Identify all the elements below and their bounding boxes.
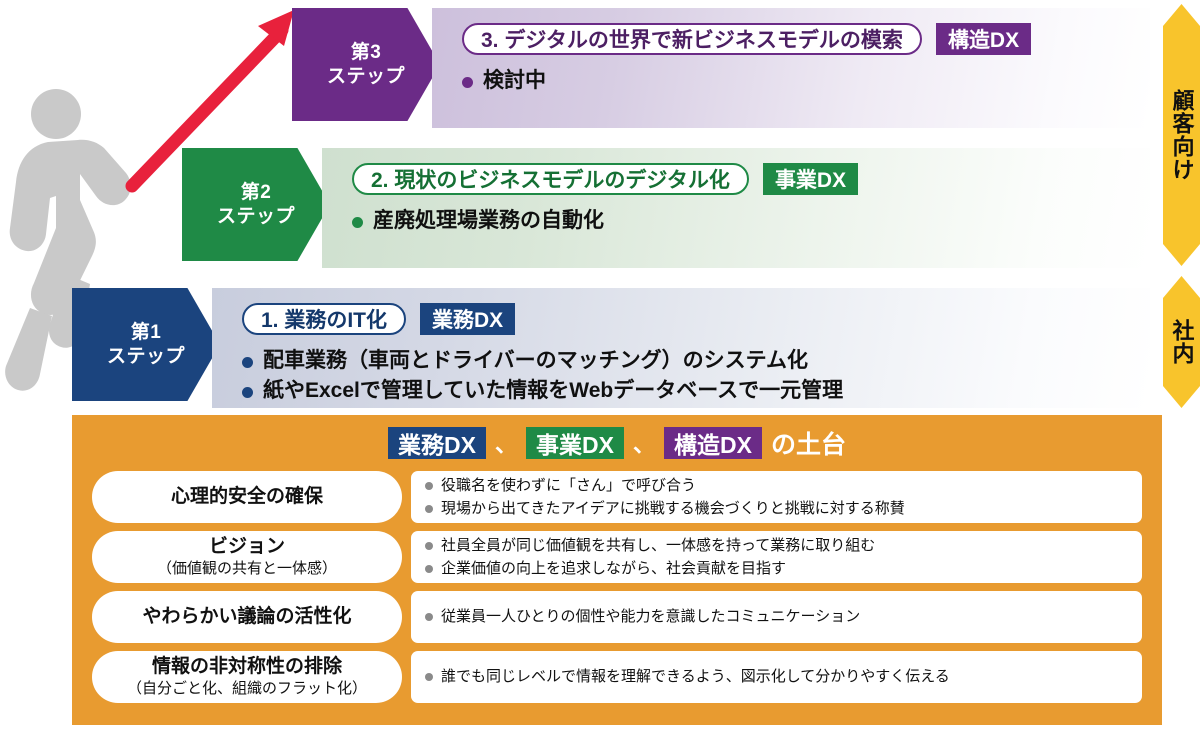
foundation-row-label: 情報の非対称性の排除 （自分ごと化、組織のフラット化）: [92, 651, 402, 703]
scope-arrow-customer-label: 顧客向け: [1169, 89, 1195, 181]
foundation-row-label: 心理的安全の確保: [92, 471, 402, 523]
foundation-tag-jigyo: 事業DX: [526, 427, 624, 459]
step-2-band: 2. 現状のビジネスモデルのデジタル化 事業DX 産廃処理場業務の自動化: [322, 148, 1150, 268]
list-item: 役職名を使わずに「さん」で呼び合う: [425, 474, 1128, 497]
foundation-row-label: ビジョン （価値観の共有と一体感）: [92, 531, 402, 583]
table-row: ビジョン （価値観の共有と一体感） 社員全員が同じ価値観を共有し、一体感を持って…: [92, 531, 1142, 583]
step-1-header: 1. 業務のIT化 業務DX: [242, 300, 1150, 338]
step-2-chevron-line1: 第2: [240, 181, 272, 203]
list-item: 社員全員が同じ価値観を共有し、一体感を持って業務に取り組む: [425, 534, 1128, 557]
step-1-band: 1. 業務のIT化 業務DX 配車業務（車両とドライバーのマッチング）のシステム…: [212, 288, 1150, 408]
foundation-row-label-main: 情報の非対称性の排除: [151, 656, 342, 678]
foundation-separator-1: 、: [495, 432, 518, 457]
step-1-chevron[interactable]: 第1 ステップ: [72, 288, 220, 401]
scope-arrow-customer: 顧客向け: [1163, 4, 1200, 266]
list-item: 企業価値の向上を追求しながら、社会貢献を目指す: [425, 557, 1128, 580]
list-item: 従業員一人ひとりの個性や能力を意識したコミュニケーション: [425, 605, 1128, 628]
step-3-band: 3. デジタルの世界で新ビジネスモデルの模索 構造DX 検討中: [432, 8, 1150, 128]
foundation-title-tail: の土台: [770, 431, 846, 459]
list-item: 産廃処理場業務の自動化: [352, 206, 1150, 236]
step-3-chevron-line2: ステップ: [326, 65, 405, 87]
list-item: 誰でも同じレベルで情報を理解できるよう、図示化して分かりやすく伝える: [425, 665, 1128, 688]
foundation-row-label-main: ビジョン: [208, 536, 285, 558]
list-item: 紙やExcelで管理していた情報をWebデータベースで一元管理: [242, 376, 1150, 406]
list-item: 配車業務（車両とドライバーのマッチング）のシステム化: [242, 346, 1150, 376]
step-1-dx-tag: 業務DX: [420, 303, 516, 335]
scope-arrow-internal: 社内: [1163, 276, 1200, 408]
list-item: 現場から出てきたアイデアに挑戦する機会づくりと挑戦に対する称賛: [425, 497, 1128, 520]
step-2-bullet-list: 産廃処理場業務の自動化: [352, 206, 1150, 236]
step-3-chevron-line1: 第3: [350, 41, 382, 63]
foundation-row-label-sub: （自分ごと化、組織のフラット化）: [126, 679, 367, 697]
table-row: 情報の非対称性の排除 （自分ごと化、組織のフラット化） 誰でも同じレベルで情報を…: [92, 651, 1142, 703]
step-1-chevron-line2: ステップ: [106, 345, 185, 367]
foundation-separator-2: 、: [632, 432, 655, 457]
table-row: やわらかい議論の活性化 従業員一人ひとりの個性や能力を意識したコミュニケーション: [92, 591, 1142, 643]
foundation-title: 業務DX 、 事業DX 、 構造DX の土台: [72, 415, 1162, 471]
foundation-row-body: 役職名を使わずに「さん」で呼び合う 現場から出てきたアイデアに挑戦する機会づくり…: [411, 471, 1142, 523]
list-item: 検討中: [462, 66, 1150, 96]
foundation-row-label-sub: （価値観の共有と一体感）: [156, 559, 337, 577]
foundation-tag-kozo: 構造DX: [663, 427, 762, 459]
foundation-panel: 業務DX 、 事業DX 、 構造DX の土台 心理的安全の確保 役職名を使わずに…: [72, 415, 1162, 725]
scope-arrow-internal-label: 社内: [1169, 319, 1195, 365]
step-1-chevron-line1: 第1: [130, 321, 162, 343]
foundation-row-label: やわらかい議論の活性化: [92, 591, 402, 643]
foundation-tag-gyomu: 業務DX: [388, 427, 486, 459]
step-3-title-pill: 3. デジタルの世界で新ビジネスモデルの模索: [462, 23, 922, 55]
step-2-header: 2. 現状のビジネスモデルのデジタル化 事業DX: [352, 160, 1150, 198]
step-1-bullet-list: 配車業務（車両とドライバーのマッチング）のシステム化 紙やExcelで管理してい…: [242, 346, 1150, 406]
upward-red-arrow-icon: [110, 0, 320, 200]
step-3-dx-tag: 構造DX: [935, 23, 1032, 55]
foundation-row-body: 従業員一人ひとりの個性や能力を意識したコミュニケーション: [411, 591, 1142, 643]
foundation-row-label-main: やわらかい議論の活性化: [142, 605, 352, 627]
foundation-row-label-main: 心理的安全の確保: [170, 485, 323, 507]
step-1-title-pill: 1. 業務のIT化: [242, 303, 407, 335]
step-2-dx-tag: 事業DX: [762, 163, 859, 195]
foundation-row-body: 社員全員が同じ価値観を共有し、一体感を持って業務に取り組む 企業価値の向上を追求…: [411, 531, 1142, 583]
step-3-bullet-list: 検討中: [462, 66, 1150, 96]
foundation-row-body: 誰でも同じレベルで情報を理解できるよう、図示化して分かりやすく伝える: [411, 651, 1142, 703]
table-row: 心理的安全の確保 役職名を使わずに「さん」で呼び合う 現場から出てきたアイデアに…: [92, 471, 1142, 523]
step-2-chevron-line2: ステップ: [216, 205, 295, 227]
step-3-chevron[interactable]: 第3 ステップ: [292, 8, 440, 121]
step-2-chevron[interactable]: 第2 ステップ: [182, 148, 330, 261]
step-2-title-pill: 2. 現状のビジネスモデルのデジタル化: [352, 163, 749, 195]
step-3-header: 3. デジタルの世界で新ビジネスモデルの模索 構造DX: [462, 20, 1150, 58]
